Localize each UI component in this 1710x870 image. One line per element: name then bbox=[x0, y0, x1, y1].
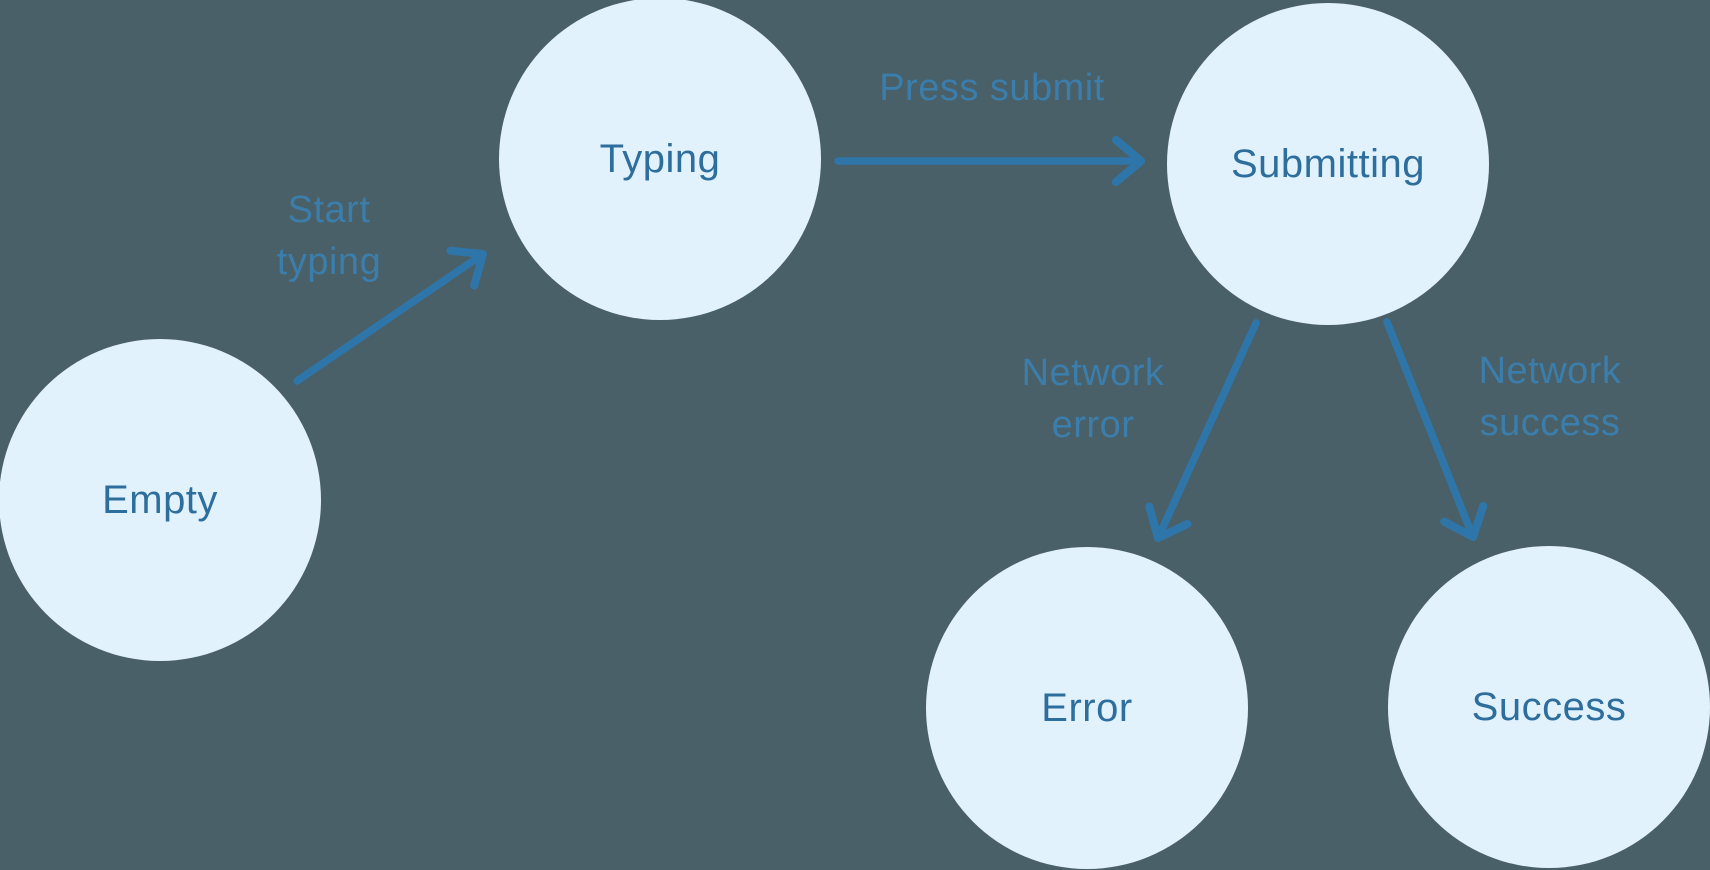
state-node-submitting-label: Submitting bbox=[1231, 141, 1425, 186]
edge-submitting-to-success bbox=[1383, 318, 1488, 541]
edge-submitting-to-error bbox=[1145, 319, 1260, 542]
state-node-submitting: Submitting bbox=[1167, 3, 1489, 325]
state-node-empty: Empty bbox=[0, 339, 321, 661]
edge-label-network-error: Network error bbox=[1021, 352, 1165, 447]
edge-label-start-typing: Start typing bbox=[276, 189, 382, 284]
state-node-typing: Typing bbox=[499, 0, 821, 320]
state-node-error: Error bbox=[926, 547, 1248, 869]
edge-label-press-submit: Press submit bbox=[879, 67, 1105, 109]
state-node-error-label: Error bbox=[1041, 685, 1133, 730]
state-node-typing-label: Typing bbox=[599, 136, 721, 181]
edge-empty-to-typing bbox=[293, 246, 487, 385]
state-node-empty-label: Empty bbox=[102, 477, 218, 522]
state-node-success: Success bbox=[1388, 546, 1710, 868]
edge-label-network-success: Network success bbox=[1478, 350, 1622, 445]
state-node-success-label: Success bbox=[1471, 684, 1627, 729]
